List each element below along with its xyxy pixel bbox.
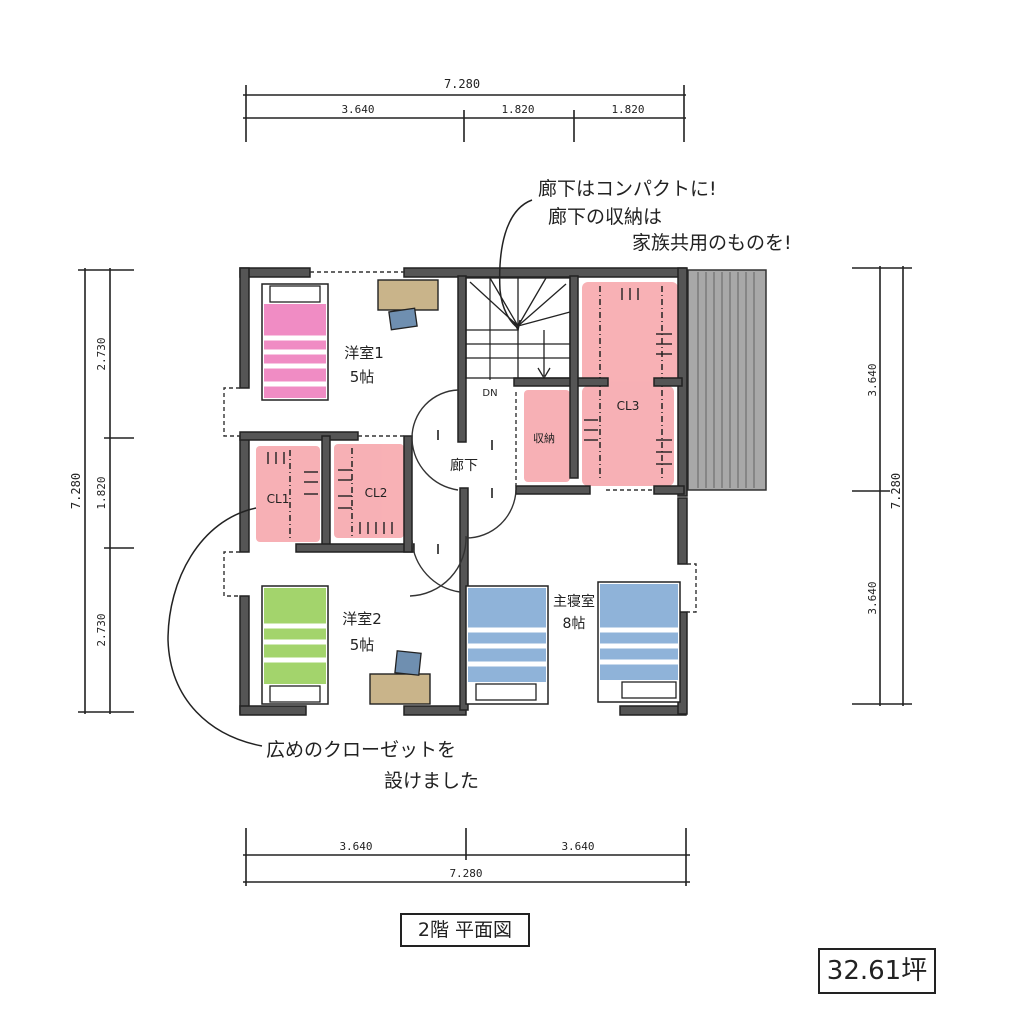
balcony <box>687 269 767 491</box>
dim-bottom-part-1: 3.640 <box>339 840 372 853</box>
room-master-size: 8帖 <box>563 616 586 632</box>
wall-right-mid <box>677 497 688 565</box>
top-dimension-lines <box>243 85 686 142</box>
wall-storage-bottom <box>515 485 591 495</box>
door-ticks <box>437 430 493 554</box>
wall-bottom-3 <box>619 705 687 716</box>
dim-bottom-total: 7.280 <box>449 867 482 880</box>
cl1-fill <box>256 446 320 542</box>
wall-top-left <box>239 267 311 278</box>
dim-left-part-1: 2.730 <box>95 337 108 370</box>
closet-fills <box>256 282 678 542</box>
right-dimension-lines <box>852 266 912 706</box>
plan-title: 2階 平面図 <box>400 913 530 947</box>
desk-western2 <box>369 650 431 705</box>
desk-western1 <box>377 279 439 331</box>
stair-dn-label: DN <box>482 388 497 399</box>
wall-bottom-2 <box>403 705 467 716</box>
closet-cl1-label: CL1 <box>267 492 290 506</box>
wall-left-lower <box>239 595 250 715</box>
dim-right-total: 7.280 <box>889 473 903 509</box>
cl3-fill-top <box>582 282 678 386</box>
bed-master-1 <box>465 585 549 705</box>
dim-left-total: 7.280 <box>69 473 83 509</box>
note-bottom-line-1: 広めのクローゼットを <box>266 739 457 761</box>
room-western2-name: 洋室2 <box>342 610 382 628</box>
bed-western2 <box>261 585 329 705</box>
storage-fill <box>524 390 570 482</box>
room-western1-name: 洋室1 <box>344 344 384 362</box>
note-top-line-3: 家族共用のものを! <box>632 232 792 254</box>
bed-master-2 <box>597 581 681 703</box>
leader-lines <box>167 199 533 747</box>
wall-closet-top <box>239 431 359 441</box>
dim-top-total: 7.280 <box>444 77 480 91</box>
wall-cl3-bottom <box>653 485 685 495</box>
wall-cl3-stub <box>653 377 683 387</box>
closet-cl3-label: CL3 <box>617 399 640 413</box>
note-top-line-2: 廊下の収納は <box>548 206 663 228</box>
dim-left-part-3: 2.730 <box>95 613 108 646</box>
wall-cl2-right <box>403 435 413 553</box>
wall-bottom-1 <box>239 705 307 716</box>
wall-stair-left <box>457 275 467 443</box>
dim-bottom-part-2: 3.640 <box>561 840 594 853</box>
dashed-openings <box>223 271 697 613</box>
wall-left-mid <box>239 435 250 553</box>
wall-top-right <box>403 267 687 278</box>
wall-storage-cl3 <box>569 275 579 479</box>
room-western1-size: 5帖 <box>350 368 375 386</box>
dim-left-part-2: 1.820 <box>95 476 108 509</box>
wall-closet-bottom <box>295 543 415 553</box>
note-top-line-1: 廊下はコンパクトに! <box>538 178 717 200</box>
staircase <box>465 277 571 380</box>
left-dimension-lines <box>78 268 134 714</box>
dim-right-part-2: 3.640 <box>866 581 879 614</box>
closet-cl2-label: CL2 <box>365 486 388 500</box>
dim-right-part-1: 3.640 <box>866 363 879 396</box>
wall-stair-bottom <box>513 377 609 387</box>
doors <box>409 389 517 597</box>
room-master-name: 主寝室 <box>553 593 595 610</box>
hanger-marks <box>267 288 672 534</box>
bottom-dimension-lines <box>243 828 690 886</box>
dim-top-part-1: 3.640 <box>341 103 374 116</box>
wall-left-upper <box>239 267 250 389</box>
dim-top-part-3: 1.820 <box>611 103 644 116</box>
note-bottom-line-2: 設けました <box>384 770 480 792</box>
storage-label: 収納 <box>533 432 555 445</box>
wall-cl1-cl2 <box>321 435 331 549</box>
room-western2-size: 5帖 <box>350 636 375 654</box>
cl3-fill-bottom <box>582 386 674 486</box>
bed-western1 <box>261 283 329 401</box>
floor-area-badge: 32.61坪 <box>818 948 936 994</box>
hallway-label: 廊下 <box>450 457 478 474</box>
dim-top-part-2: 1.820 <box>501 103 534 116</box>
